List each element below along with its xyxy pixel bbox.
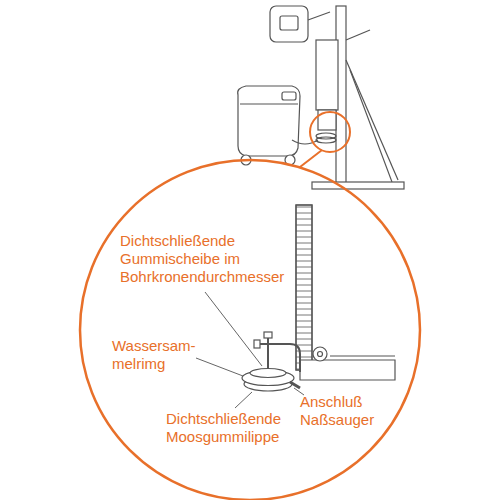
callout-label: Dichtschließende Moosgummilippe xyxy=(166,410,316,446)
callout-label: Anschluß Naßsauger xyxy=(300,393,410,429)
leader-lines xyxy=(196,292,304,408)
detail-marker xyxy=(310,112,350,152)
detail-circle xyxy=(80,160,420,500)
callout-label: Dichtschließende Gummischeibe im Bohrkro… xyxy=(120,232,320,286)
detail-drawing xyxy=(242,205,395,391)
detail-connector xyxy=(300,150,322,167)
callout-label: Wassersam- melrimg xyxy=(112,337,207,373)
